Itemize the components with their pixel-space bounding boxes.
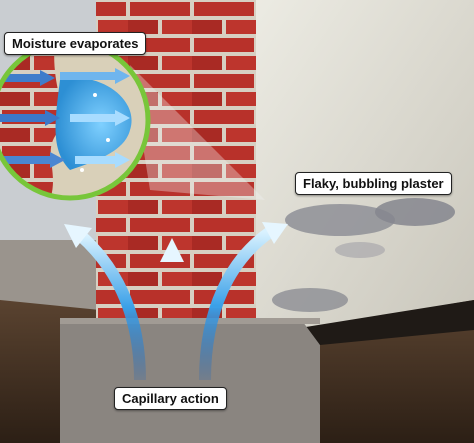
up-arrow-center-head-icon: [160, 238, 184, 262]
evaporation-arrows-icon: [0, 68, 130, 168]
flaky-plaster-label: Flaky, bubbling plaster: [295, 172, 452, 195]
magnifier-circle-icon: [0, 39, 151, 201]
moisture-evaporates-label: Moisture evaporates: [4, 32, 147, 55]
capillary-arrows: [64, 222, 288, 381]
plastered-wall: [256, 0, 474, 335]
left-ground-slab: [0, 240, 100, 310]
magnifier-cone: [130, 65, 265, 200]
up-arrow-left-head-icon: [64, 224, 92, 248]
capillary-action-label: Capillary action: [114, 387, 227, 410]
concrete-foundation: [60, 318, 320, 443]
up-arrow-left-icon: [76, 230, 146, 381]
up-arrow-right-icon: [199, 227, 274, 381]
damp-patches: [272, 198, 455, 312]
up-arrow-right-head-icon: [262, 222, 288, 244]
